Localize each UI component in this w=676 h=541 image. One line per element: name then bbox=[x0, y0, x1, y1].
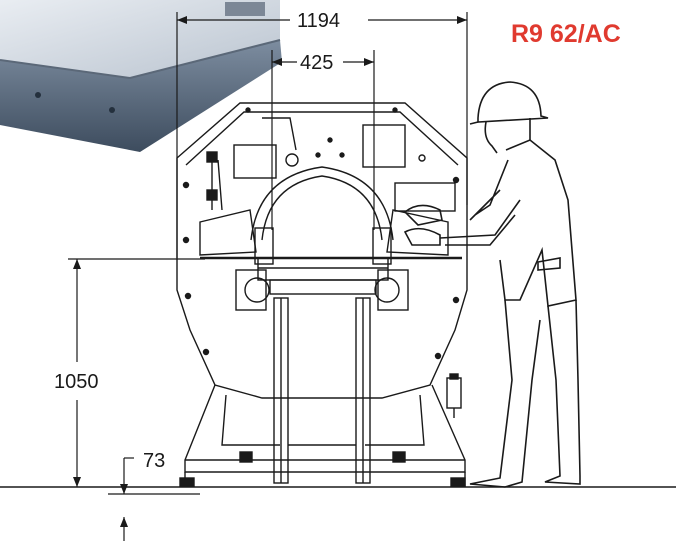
dimension-arrowheads bbox=[73, 16, 467, 527]
operator-figure bbox=[403, 81, 581, 488]
strapping-machine-drawing bbox=[176, 102, 468, 487]
dimension-overall-width: 1194 bbox=[297, 10, 340, 32]
model-label: R9 62/AC bbox=[511, 20, 621, 48]
dimension-lines bbox=[0, 12, 676, 541]
product-photo-inset bbox=[0, 0, 282, 152]
dimension-table-height: 1050 bbox=[54, 371, 99, 393]
dimension-floor-clearance: 73 bbox=[143, 450, 165, 472]
dimension-inner-width: 425 bbox=[300, 52, 333, 74]
